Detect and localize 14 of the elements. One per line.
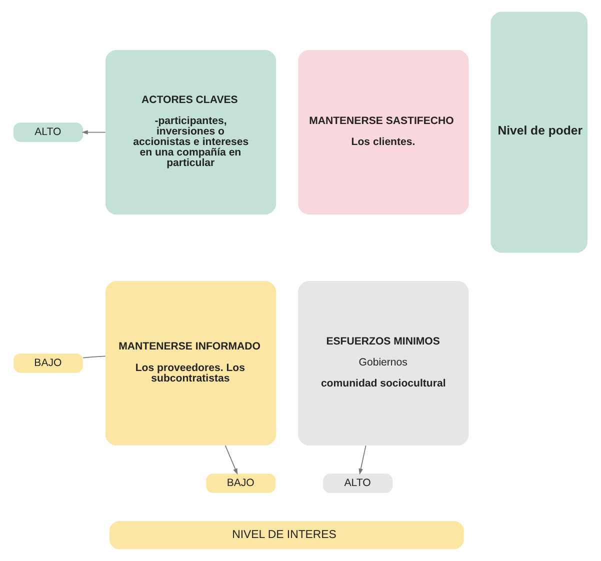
node-box: BAJO	[206, 474, 276, 493]
node-box: BAJO	[14, 354, 83, 373]
node-box: ALTO	[14, 122, 83, 142]
node-box: MANTENERSE INFORMADO Los proveedores. Los subcontratistas	[105, 280, 276, 446]
node-box: Nivel de poder	[490, 12, 588, 253]
arrow	[358, 445, 366, 475]
node-box: ALTO	[323, 474, 393, 493]
arrow	[224, 445, 238, 475]
node-box: NIVEL DE INTERES	[109, 521, 464, 550]
connector	[82, 356, 106, 358]
node-box: ACTORES CLAVES -participantes, inversiones o accionistas e intereses en una compañía en particular	[105, 50, 276, 215]
node-box: ESFUERZOS MINIMOS Gobiernos comunidad sociocultural	[298, 280, 469, 446]
node-box: MANTENERSE SASTIFECHO Los clientes.	[298, 50, 469, 215]
arrow	[82, 130, 106, 134]
